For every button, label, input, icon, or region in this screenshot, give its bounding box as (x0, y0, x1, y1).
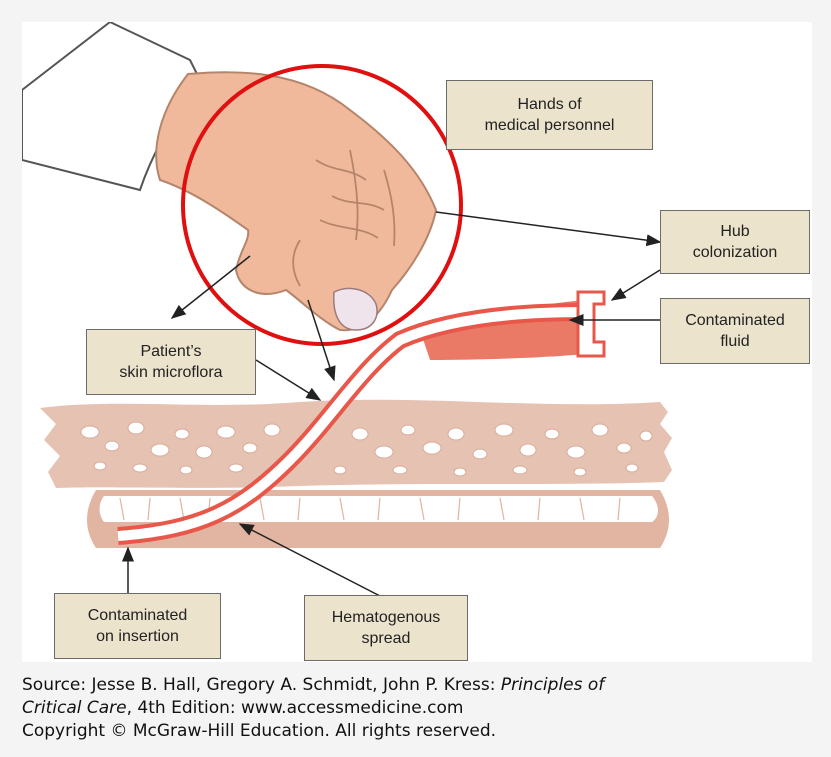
label-hub-line2: colonization (693, 242, 778, 263)
caption-title-part1: Principles of (501, 675, 604, 695)
label-skin-line2: skin microflora (119, 362, 222, 383)
caption-copyright: Copyright © McGraw-Hill Education. All r… (22, 720, 827, 743)
label-patients-skin-microflora: Patient’s skin microflora (86, 329, 256, 395)
label-hematogenous-spread: Hematogenous spread (304, 595, 468, 661)
caption-title-part2: Critical Care (22, 698, 127, 718)
catheter-hub (578, 292, 604, 356)
label-insertion-line1: Contaminated (88, 605, 188, 626)
arrow-skin-label (256, 360, 320, 400)
caption-line-1: Source: Jesse B. Hall, Gregory A. Schmid… (22, 674, 827, 697)
label-contaminated-on-insertion: Contaminated on insertion (54, 593, 221, 659)
label-insertion-line2: on insertion (96, 626, 179, 647)
caption-edition: , 4th Edition: www.accessmedicine.com (127, 698, 464, 718)
caption-source: Source: Jesse B. Hall, Gregory A. Schmid… (22, 675, 501, 695)
catheter-infection-diagram: Hands of medical personnel Hub colonizat… (22, 22, 812, 662)
arrow-hub-label (612, 270, 660, 300)
label-hub-line1: Hub (720, 221, 749, 242)
label-hands-line1: Hands of (517, 94, 581, 115)
arrow-hands-to-skin (172, 256, 250, 318)
label-skin-line1: Patient’s (140, 341, 201, 362)
label-fluid-line2: fluid (720, 331, 749, 352)
label-fluid-line1: Contaminated (685, 310, 785, 331)
caption-line-2: Critical Care, 4th Edition: www.accessme… (22, 697, 827, 720)
label-hub-colonization: Hub colonization (660, 210, 810, 274)
hand (156, 72, 436, 330)
label-hematogenous-line1: Hematogenous (332, 607, 441, 628)
label-contaminated-fluid: Contaminated fluid (660, 298, 810, 364)
label-hands-line2: medical personnel (485, 115, 615, 136)
source-caption: Source: Jesse B. Hall, Gregory A. Schmid… (22, 674, 827, 743)
label-hematogenous-line2: spread (362, 628, 411, 649)
label-hands-of-medical-personnel: Hands of medical personnel (446, 80, 653, 150)
arrow-hands-to-hub (436, 212, 660, 242)
